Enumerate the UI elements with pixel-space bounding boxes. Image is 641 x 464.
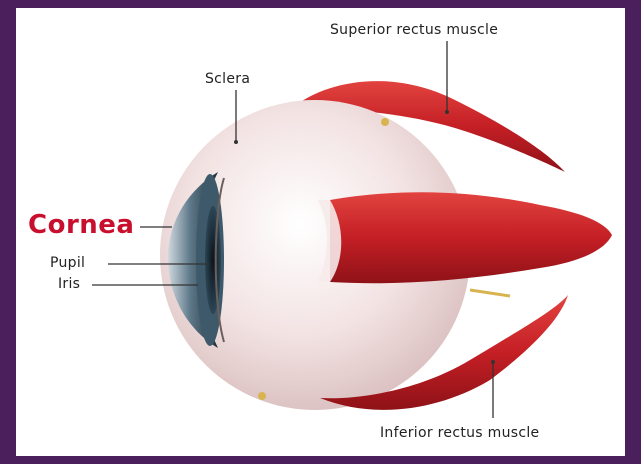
label-cornea: Cornea xyxy=(28,210,134,240)
pupil-shape xyxy=(205,206,221,314)
label-superior-rectus-muscle: Superior rectus muscle xyxy=(330,22,498,38)
label-pupil: Pupil xyxy=(50,255,85,271)
label-sclera: Sclera xyxy=(205,71,250,87)
label-iris: Iris xyxy=(58,276,80,292)
label-inferior-rectus-muscle: Inferior rectus muscle xyxy=(380,425,539,441)
lateral-rectus-muscle-shape xyxy=(330,192,612,283)
